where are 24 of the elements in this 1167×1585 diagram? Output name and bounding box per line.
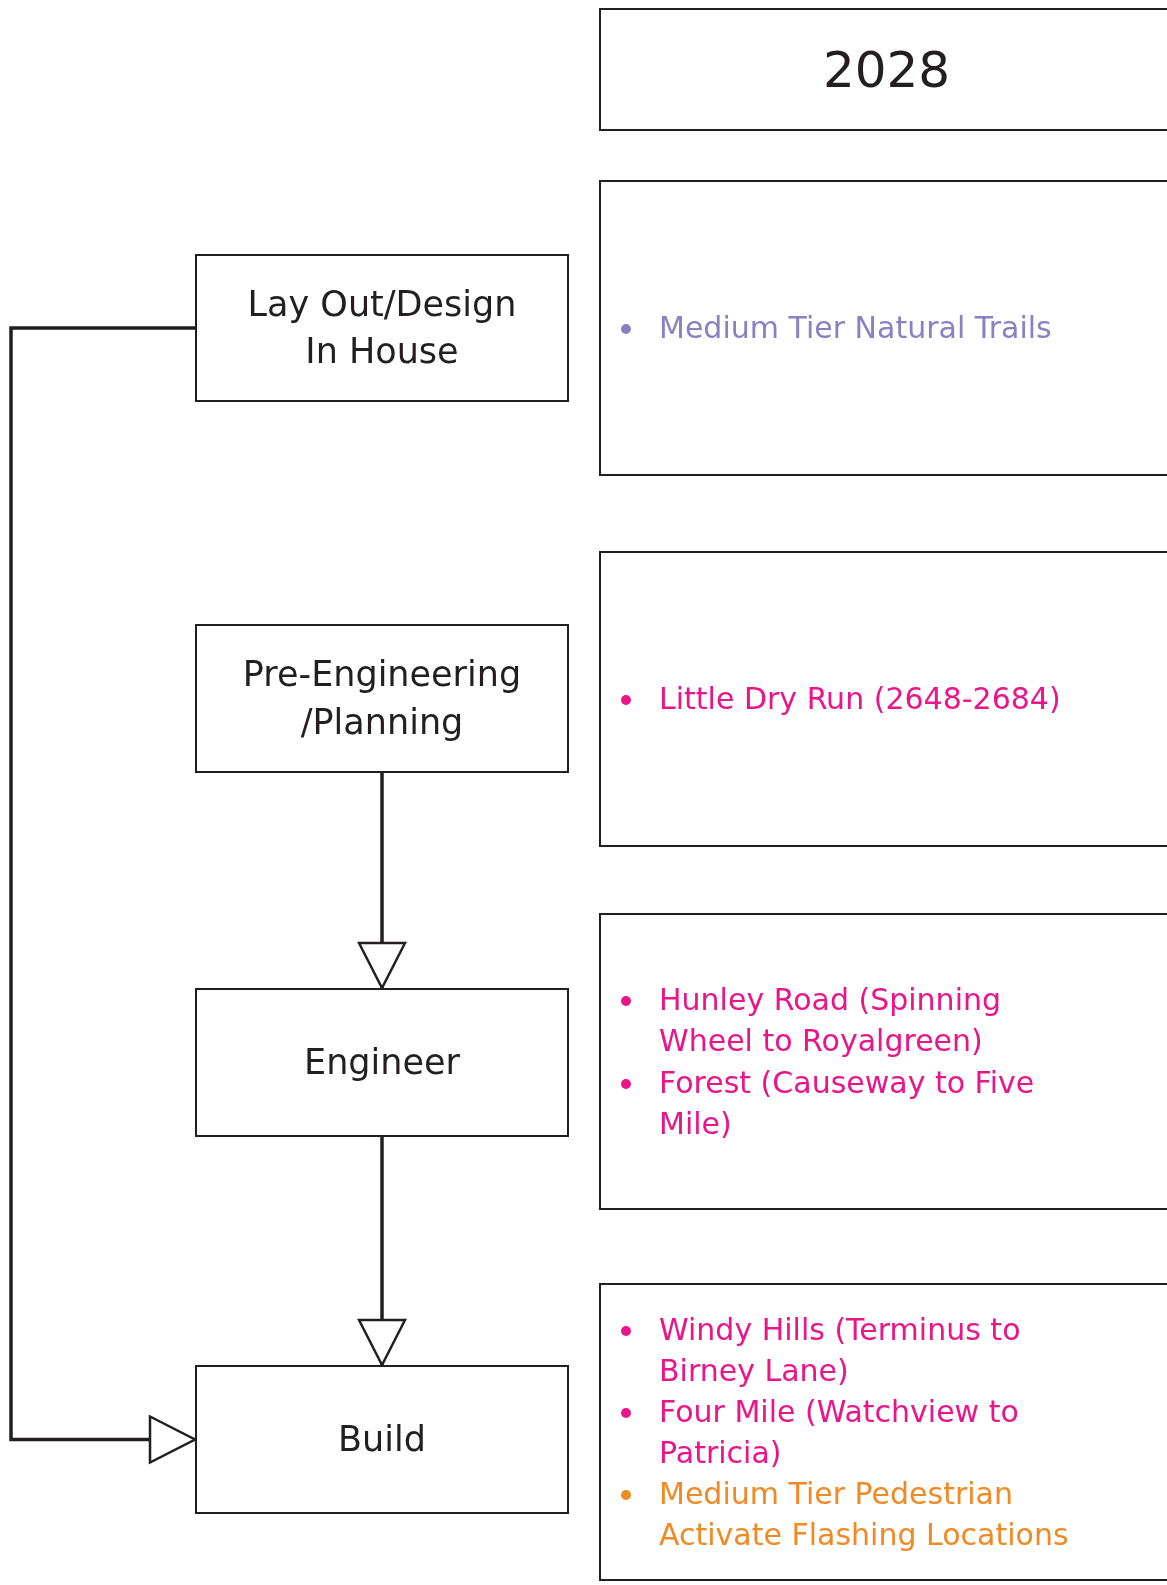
project-list-box [599, 1283, 1167, 1581]
step-label: Pre-Engineering /Planning [241, 653, 523, 744]
project-item: Medium Tier Natural Trails [609, 307, 1152, 349]
step-label: Lay Out/Design In House [246, 282, 518, 373]
project-item: Four Mile (Watchview to Patricia) [609, 1390, 1152, 1474]
step-label: Engineer [303, 1040, 461, 1084]
project-item: Medium Tier Pedestrian Activate Flashing Locations [609, 1473, 1152, 1556]
process-box [195, 988, 569, 1137]
arrow [9, 326, 197, 1464]
process-box [195, 1365, 569, 1514]
year-header-box [599, 8, 1167, 131]
project-list-box [599, 551, 1167, 847]
project-item: Hunley Road (Spinning Wheel to Royalgreen) [609, 979, 1152, 1062]
project-item: Little Dry Run (2648-2684) [609, 678, 1152, 720]
arrow [357, 773, 407, 990]
year-label: 2028 [821, 40, 952, 99]
project-item: Forest (Causeway to Five Mile) [609, 1061, 1152, 1144]
project-list-box [599, 180, 1167, 476]
project-list-box [599, 913, 1167, 1210]
process-box [195, 254, 569, 402]
project-item: Windy Hills (Terminus to Birney Lane) [609, 1308, 1152, 1391]
arrow [357, 1137, 407, 1367]
step-label: Build [337, 1417, 427, 1461]
process-box [195, 624, 569, 773]
